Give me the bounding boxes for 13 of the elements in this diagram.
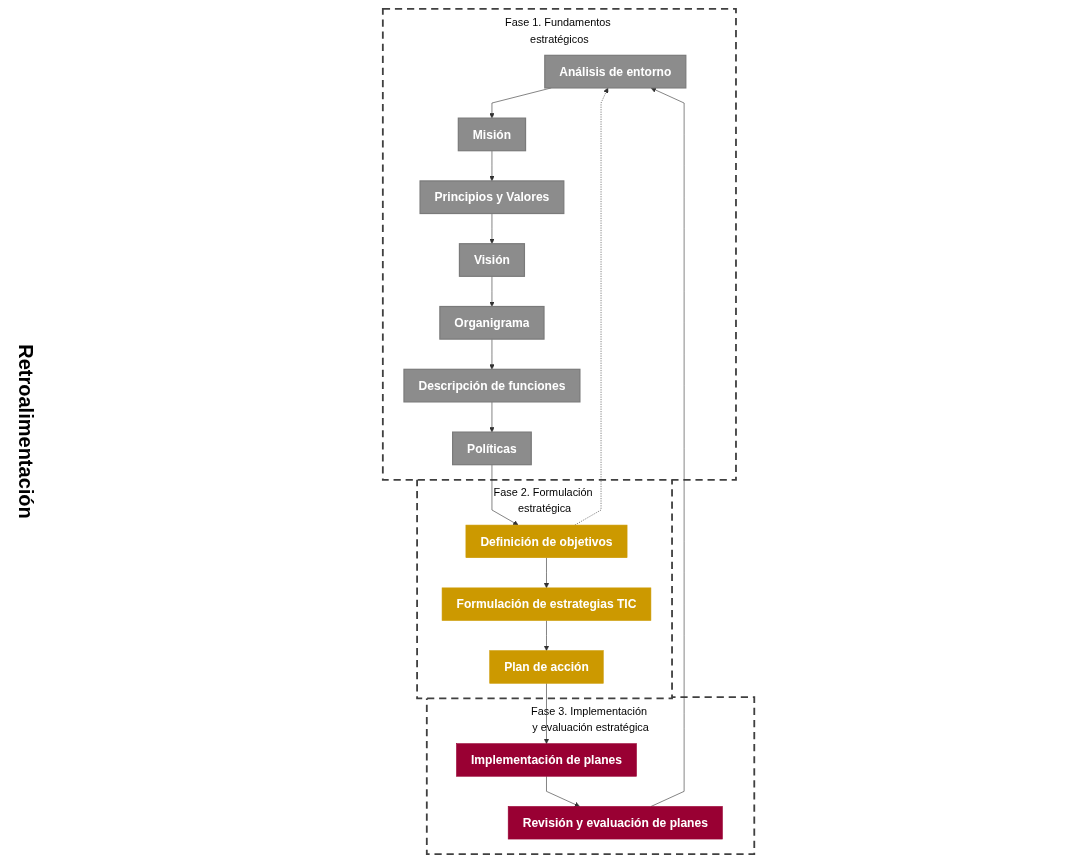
node-box: Organigrama — [439, 305, 545, 340]
node-box: Políticas — [451, 431, 532, 466]
node-box: Visión — [458, 243, 525, 277]
feedback-label: Retroalimentación — [13, 344, 37, 519]
node-box: Formulación de estrategias TIC — [441, 587, 652, 621]
node-box: Plan de acción — [489, 650, 604, 684]
node-box: Implementación de planes — [456, 743, 637, 777]
node-box: Misión — [457, 117, 527, 152]
node-box: Descripción de funciones — [403, 368, 581, 403]
node-box: Principios y Valores — [419, 180, 565, 215]
node-box: Revisión y evaluación de planes — [507, 806, 723, 840]
node-box: Análisis de entorno — [544, 54, 687, 89]
node-box: Definición de objetivos — [465, 524, 628, 558]
